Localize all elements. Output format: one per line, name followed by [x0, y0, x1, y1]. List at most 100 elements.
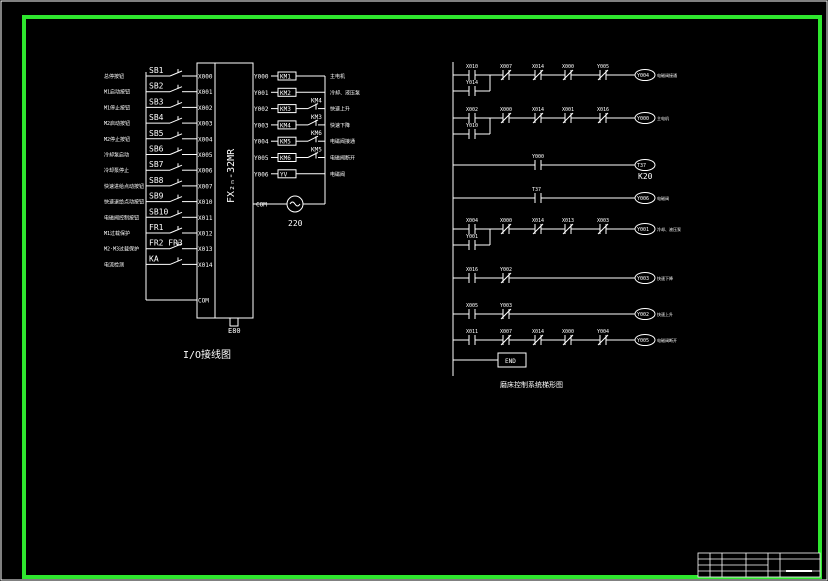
rung [453, 69, 656, 92]
coil-symbol [634, 192, 656, 204]
input-terminal: X002 [198, 105, 213, 112]
rung [453, 112, 656, 135]
contact-label: X013 [562, 218, 574, 224]
contact-slash [500, 223, 512, 235]
coil-description: 电磁阀断开 [657, 337, 677, 343]
coil-label: Y000 [637, 116, 649, 122]
input-terminal: X005 [198, 152, 213, 159]
contact-label: X011 [466, 329, 478, 335]
switch-blade [169, 196, 183, 203]
input-description: 冷却泵停止 [104, 167, 129, 174]
contact-slash [500, 308, 512, 320]
end-label: END [505, 358, 516, 365]
output-description: 快速上升 [330, 106, 350, 113]
coil-label: Y006 [637, 196, 649, 202]
rung [453, 334, 656, 346]
rung [453, 272, 656, 284]
input-description: M2·M3过载保护 [104, 246, 139, 253]
no-contact [534, 193, 542, 203]
contact-slash [500, 272, 512, 284]
input-terminal: COM [198, 298, 209, 305]
input-switch-label: SB2 [149, 82, 164, 91]
coil-description: 主电机 [657, 115, 669, 121]
switch-blade [169, 258, 183, 265]
switch-blade [169, 211, 183, 218]
coil-description: 快速上升 [657, 311, 673, 317]
coil-symbol [634, 308, 656, 320]
nc-contact [532, 69, 544, 81]
rung [453, 308, 656, 320]
coil-symbol [634, 159, 656, 171]
contact-label: X000 [562, 64, 574, 70]
input-row [146, 147, 197, 155]
contact-label: X014 [532, 107, 544, 113]
no-contact [468, 309, 476, 319]
output-coil-label: KM2 [280, 90, 291, 97]
input-row [146, 131, 197, 140]
contact-label: Y003 [500, 303, 512, 309]
input-terminal: X011 [198, 215, 213, 222]
output-row [271, 103, 325, 114]
contact-label: Y005 [597, 64, 609, 70]
output-row [271, 169, 325, 179]
ladder-caption: 磨床控制系统梯形图 [500, 380, 563, 389]
coil-symbol [634, 334, 656, 346]
coil-label: Y001 [637, 227, 649, 233]
contact-label: X010 [466, 64, 478, 70]
contact-slash [532, 334, 544, 346]
coil-description: 快速下降 [657, 275, 673, 281]
input-description: M2启动按钮 [104, 120, 130, 127]
nc-contact [597, 112, 609, 124]
coil-description: 冷却、液压泵 [657, 226, 681, 232]
rung [453, 159, 656, 171]
output-terminal: Y005 [254, 155, 269, 162]
input-terminal: X014 [198, 262, 213, 269]
input-row [146, 241, 197, 250]
contact-label: X000 [500, 107, 512, 113]
input-description: 总停按钮 [104, 73, 124, 80]
coil-label: Y004 [637, 73, 649, 79]
switch-blade [169, 117, 183, 124]
nc-contact [532, 334, 544, 346]
input-description: M1过载保护 [104, 230, 130, 237]
output-coil-label: KM6 [280, 155, 291, 162]
input-description: 冷却泵启动 [104, 152, 129, 159]
coil-label: Y002 [637, 312, 649, 318]
input-terminal: X007 [198, 183, 213, 190]
input-switch-label: FR2 FR3 [149, 239, 183, 248]
output-terminal: Y006 [254, 171, 269, 178]
contact-label: X005 [466, 303, 478, 309]
input-switch-label: SB5 [149, 129, 164, 138]
output-row [271, 87, 325, 97]
contact-slash [500, 112, 512, 124]
input-terminal: X010 [198, 199, 213, 206]
no-contact [468, 335, 476, 345]
contact-slash [597, 334, 609, 346]
no-contact [468, 240, 476, 250]
switch-blade [169, 149, 183, 155]
output-description: 电磁阀 [330, 171, 345, 178]
contact-slash [500, 69, 512, 81]
contact-label: X004 [466, 218, 478, 224]
output-terminal: Y003 [254, 122, 269, 129]
switch-blade [169, 227, 183, 234]
output-description: 快速下降 [330, 122, 350, 129]
input-switch-label: SB10 [149, 207, 168, 216]
nc-contact [532, 223, 544, 235]
input-row [146, 257, 197, 265]
no-contact [534, 160, 542, 170]
contact-slash [597, 112, 609, 124]
output-coil-label: KM1 [280, 74, 291, 81]
drawing-border [22, 15, 822, 579]
contact-label: X001 [562, 107, 574, 113]
switch-blade [169, 180, 183, 187]
input-row [146, 178, 197, 187]
title-block [697, 552, 821, 578]
nc-contact [562, 112, 574, 124]
no-contact [468, 70, 476, 80]
input-terminal: X012 [198, 231, 213, 238]
input-row [146, 84, 197, 93]
output-terminal: Y000 [254, 74, 269, 81]
nc-contact [597, 223, 609, 235]
